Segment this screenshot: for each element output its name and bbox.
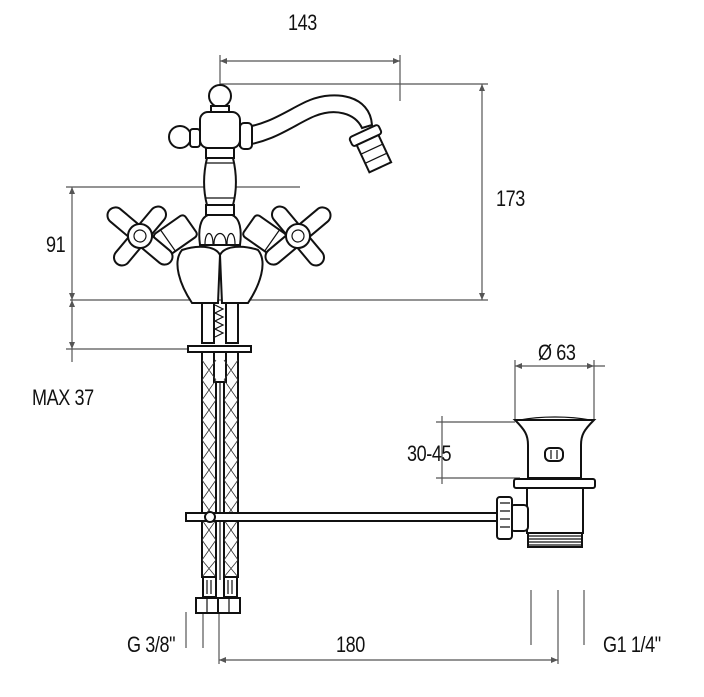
spout-reach-label: 143 [288,10,317,35]
dimension-lines [66,55,605,664]
tap-to-waste-distance-label: 180 [336,632,365,657]
waste-drawing [496,416,597,548]
waste-adjust-range-label: 30-45 [407,441,452,466]
supply-thread-label: G 3/8" [127,632,176,657]
waste-thread-label: G1 1/4" [603,632,661,657]
waste-diameter-label: Ø 63 [538,340,576,365]
total-height-label: 173 [496,186,525,211]
max-deck-thickness-label: MAX 37 [32,385,94,410]
body-height-label: 91 [46,232,66,257]
tap-drawing [106,84,499,614]
